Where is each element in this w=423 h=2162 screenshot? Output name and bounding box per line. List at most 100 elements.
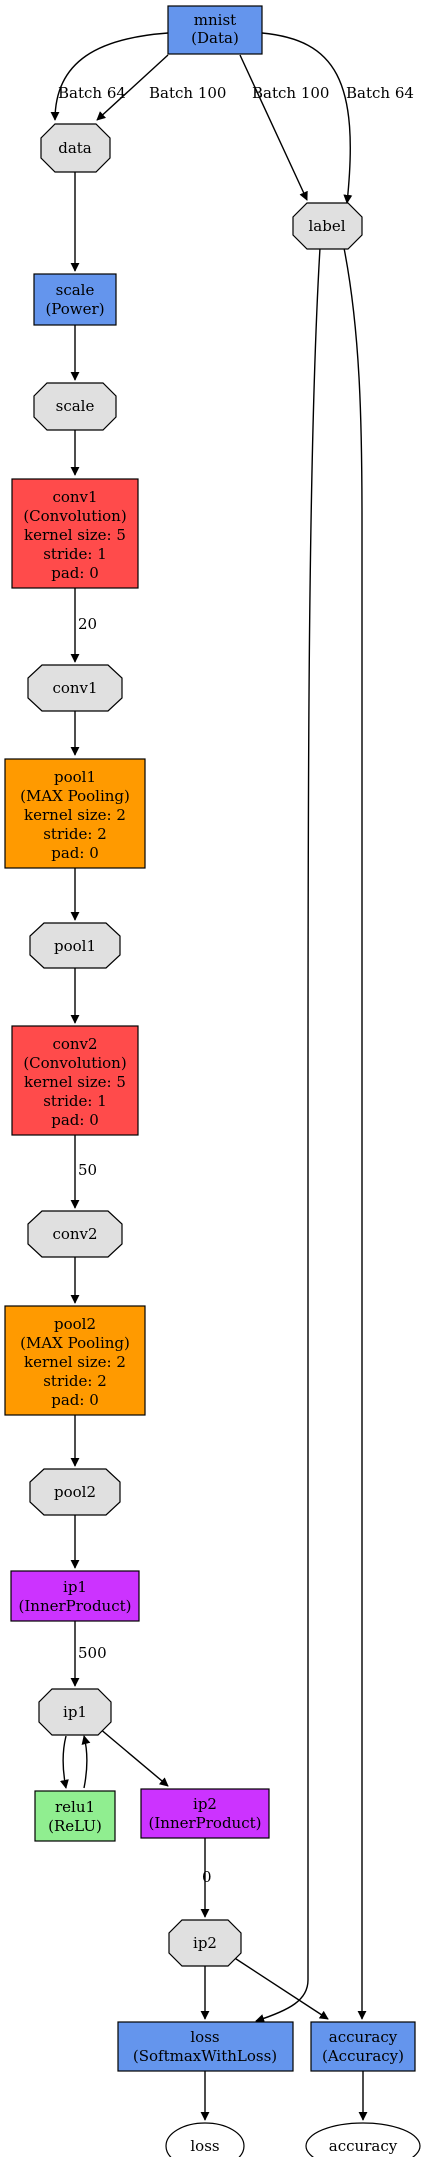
layer-conv2-kernel: kernel size: 5 <box>24 1073 126 1091</box>
edge-label-conv1: 20 <box>78 615 97 633</box>
edge-ip2blob-accuracy <box>229 1954 329 2020</box>
layer-relu1[interactable] <box>34 1790 116 1842</box>
blob-conv1[interactable] <box>27 664 123 712</box>
edge-label-batch64-label: Batch 64 <box>346 84 414 102</box>
layer-conv2-pad: pad: 0 <box>51 1111 99 1129</box>
layer-pool2-pad: pad: 0 <box>51 1391 99 1409</box>
layer-pool2-stride: stride: 2 <box>43 1372 107 1390</box>
layer-ip1-name: ip1 <box>63 1578 87 1596</box>
layer-conv1[interactable] <box>11 478 139 589</box>
svg-text:accuracy(Accuracy): accuracy(Accuracy) <box>322 2028 404 2065</box>
edge-mnist-label-batch64 <box>261 32 353 204</box>
edge-ip1blob-ip2 <box>98 1727 169 1787</box>
layer-conv1-kernel: kernel size: 5 <box>24 526 126 544</box>
layer-scale[interactable] <box>33 273 117 326</box>
svg-text:mnist(Data): mnist(Data) <box>191 11 239 47</box>
blob-ip2[interactable] <box>168 1919 242 1967</box>
edge-label-accuracy <box>343 247 367 2020</box>
layer-relu1-name: relu1 <box>55 1798 95 1816</box>
svg-text:conv2(Convolution)kernel size:: conv2(Convolution)kernel size: 5stride: … <box>23 1035 126 1129</box>
edge-relu1-ip1blob <box>81 1735 91 1789</box>
layer-pool2-kernel: kernel size: 2 <box>24 1353 126 1371</box>
layer-pool2-type: (MAX Pooling) <box>20 1334 130 1352</box>
svg-text:pool1(MAX Pooling)kernel size:: pool1(MAX Pooling)kernel size: 2stride: … <box>20 768 130 862</box>
blob-pool1[interactable] <box>29 922 121 969</box>
edge-mnist-label-batch100 <box>239 54 308 201</box>
layer-conv2[interactable] <box>11 1025 139 1136</box>
blob-data-label: data <box>58 139 92 157</box>
blob-pool1-label: pool1 <box>54 937 96 955</box>
blob-ip2-label: ip2 <box>193 1934 217 1952</box>
blob-conv2[interactable] <box>27 1210 123 1258</box>
nodes: mnist(Data) data label scale(Power) scal… <box>4 5 421 2162</box>
edge-label-batch100-label: Batch 100 <box>252 84 329 102</box>
edge-label-ip1: 500 <box>78 1644 107 1662</box>
edge-mnist-data-batch100 <box>96 54 169 121</box>
layer-scale-name: scale <box>56 281 95 299</box>
output-loss[interactable] <box>165 2122 245 2162</box>
layer-conv2-name: conv2 <box>52 1035 97 1053</box>
blob-ip1[interactable] <box>38 1688 112 1736</box>
blob-data[interactable] <box>40 123 111 173</box>
blob-label[interactable] <box>292 202 363 250</box>
edge-labels: Batch 64 Batch 100 Batch 100 Batch 64 20… <box>58 84 414 1886</box>
layer-loss[interactable] <box>117 2021 294 2072</box>
edge-ip1blob-relu1 <box>59 1735 69 1789</box>
blob-scale-label: scale <box>56 397 95 415</box>
layer-conv2-type: (Convolution) <box>23 1054 126 1072</box>
layer-ip1-type: (InnerProduct) <box>19 1597 132 1615</box>
layer-conv1-type: (Convolution) <box>23 507 126 525</box>
blob-conv1-label: conv1 <box>52 679 97 697</box>
blob-ip1-label: ip1 <box>63 1703 87 1721</box>
layer-conv1-pad: pad: 0 <box>51 564 99 582</box>
edges <box>50 32 368 2121</box>
svg-text:scale(Power): scale(Power) <box>45 281 104 318</box>
layer-accuracy-type: (Accuracy) <box>322 2047 404 2065</box>
edge-mnist-data-batch64 <box>50 32 169 121</box>
layer-pool2[interactable] <box>4 1305 146 1416</box>
edge-label-conv2: 50 <box>78 1161 97 1179</box>
blob-label-label: label <box>308 217 345 235</box>
layer-accuracy[interactable] <box>310 2021 416 2072</box>
layer-ip2-type: (InnerProduct) <box>149 1814 262 1832</box>
output-accuracy-label: accuracy <box>329 2137 398 2155</box>
svg-text:relu1(ReLU): relu1(ReLU) <box>48 1798 102 1835</box>
svg-text:conv1(Convolution)kernel size:: conv1(Convolution)kernel size: 5stride: … <box>23 488 126 582</box>
layer-pool1-type: (MAX Pooling) <box>20 787 130 805</box>
layer-conv2-stride: stride: 1 <box>43 1092 107 1110</box>
layer-ip1[interactable] <box>10 1570 140 1622</box>
layer-pool2-name: pool2 <box>54 1315 96 1333</box>
layer-loss-type: (SoftmaxWithLoss) <box>133 2047 277 2065</box>
svg-text:ip1(InnerProduct): ip1(InnerProduct) <box>19 1578 132 1615</box>
layer-scale-type: (Power) <box>45 300 104 318</box>
layer-ip2[interactable] <box>140 1788 270 1839</box>
layer-mnist[interactable] <box>167 5 263 55</box>
svg-text:ip2(InnerProduct): ip2(InnerProduct) <box>149 1795 262 1832</box>
layer-pool1[interactable] <box>4 758 146 869</box>
layer-mnist-name: mnist <box>194 11 236 29</box>
layer-pool1-kernel: kernel size: 2 <box>24 806 126 824</box>
layer-conv1-stride: stride: 1 <box>43 545 107 563</box>
layer-mnist-type: (Data) <box>191 29 239 47</box>
blob-pool2-label: pool2 <box>54 1483 96 1501</box>
layer-accuracy-name: accuracy <box>329 2028 398 2046</box>
layer-ip2-name: ip2 <box>193 1795 217 1813</box>
edge-label-batch100-data: Batch 100 <box>149 84 226 102</box>
blob-pool2[interactable] <box>29 1468 121 1516</box>
layer-relu1-type: (ReLU) <box>48 1817 102 1835</box>
blob-conv2-label: conv2 <box>52 1225 97 1243</box>
output-loss-label: loss <box>190 2137 219 2155</box>
svg-text:loss(SoftmaxWithLoss): loss(SoftmaxWithLoss) <box>133 2028 277 2065</box>
edge-label-batch64-data: Batch 64 <box>58 84 126 102</box>
output-accuracy[interactable] <box>305 2122 421 2162</box>
layer-pool1-name: pool1 <box>54 768 96 786</box>
edge-label-loss <box>255 247 321 2023</box>
layer-loss-name: loss <box>190 2028 219 2046</box>
svg-text:pool2(MAX Pooling)kernel size:: pool2(MAX Pooling)kernel size: 2stride: … <box>20 1315 130 1409</box>
layer-conv1-name: conv1 <box>52 488 97 506</box>
edge-label-ip2: 0 <box>202 1868 212 1886</box>
layer-pool1-stride: stride: 2 <box>43 825 107 843</box>
layer-pool1-pad: pad: 0 <box>51 844 99 862</box>
blob-scale[interactable] <box>33 382 117 431</box>
